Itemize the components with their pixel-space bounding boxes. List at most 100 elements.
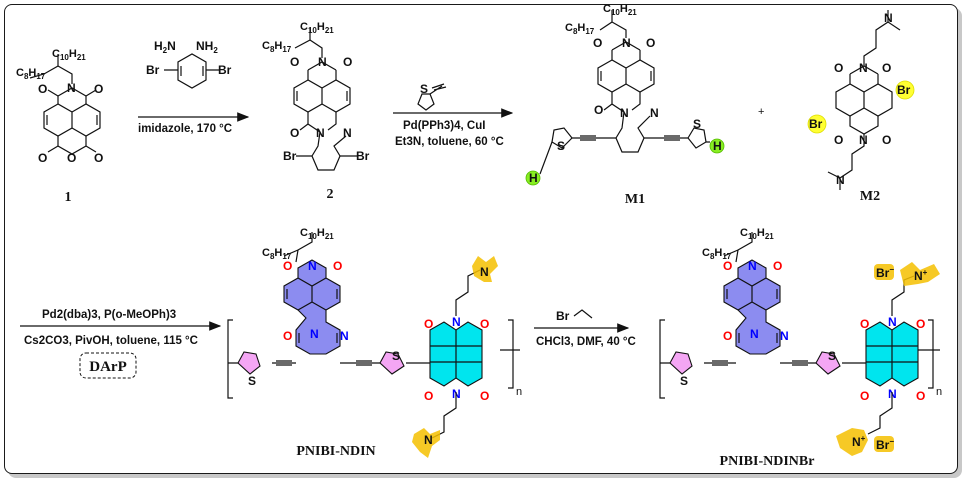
svg-text:O: O (723, 259, 732, 273)
svg-text:O: O (916, 389, 925, 403)
svg-text:Br: Br (897, 83, 911, 97)
svg-text:C8H17: C8H17 (565, 22, 595, 36)
svg-text:O: O (38, 82, 47, 96)
compound-m1-label: M1 (625, 192, 645, 207)
svg-text:N: N (888, 315, 897, 329)
svg-text:O: O (424, 389, 433, 403)
svg-text:N: N (836, 173, 845, 187)
repeat-n-2: n (936, 386, 942, 398)
svg-text:O: O (283, 259, 292, 273)
svg-text:O: O (283, 329, 292, 343)
amine-highlight-top (472, 256, 498, 282)
svg-text:S: S (828, 349, 836, 363)
polymer-2-label: PNIBI-NDINBr (720, 454, 815, 469)
svg-text:O: O (480, 317, 489, 331)
step4-conditions: CHCl3, DMF, 40 °C (536, 336, 636, 348)
svg-text:S: S (392, 349, 400, 363)
svg-text:C10H21: C10H21 (300, 227, 334, 241)
svg-text:S: S (248, 374, 256, 388)
svg-text:O: O (773, 259, 782, 273)
svg-text:N: N (67, 81, 76, 95)
svg-text:O: O (343, 55, 352, 69)
svg-text:O: O (882, 133, 891, 147)
compound-1-label: 1 (65, 190, 72, 205)
svg-text:Br: Br (283, 149, 297, 163)
svg-text:N: N (650, 106, 659, 120)
svg-text:N: N (310, 327, 319, 341)
svg-text:O: O (860, 317, 869, 331)
h-highlight-right (709, 138, 725, 154)
amine-highlight-bottom (412, 428, 440, 458)
c1-alkyl-side: C8H17 (16, 67, 46, 81)
svg-text:N: N (884, 11, 893, 25)
svg-text:H: H (529, 171, 538, 185)
reagent-nh2: NH2 (196, 39, 218, 55)
reaction-arrow-2: S Pd(PPh3)4, CuI Et3N, toluene, 60 °C (393, 82, 514, 148)
scheme-frame (4, 4, 958, 474)
svg-text:O: O (646, 36, 655, 50)
svg-text:O: O (424, 317, 433, 331)
svg-text:S: S (680, 374, 688, 388)
repeat-n-1: n (516, 386, 522, 398)
svg-text:N: N (424, 433, 433, 447)
plus-sign: + (758, 106, 764, 118)
svg-text:O: O (860, 389, 869, 403)
svg-text:N: N (343, 126, 352, 140)
svg-text:N: N (780, 329, 789, 343)
svg-text:C8H17: C8H17 (262, 40, 292, 54)
svg-text:N: N (340, 329, 349, 343)
darp-badge (79, 352, 137, 379)
svg-text:O: O (94, 82, 103, 96)
svg-text:Br: Br (146, 63, 160, 77)
svg-text:O: O (834, 133, 843, 147)
ammonium-highlight-top (900, 262, 940, 286)
svg-text:O: O (594, 103, 603, 117)
svg-text:C10H21: C10H21 (603, 3, 637, 17)
svg-text:N: N (308, 259, 317, 273)
svg-text:N: N (480, 265, 489, 279)
reagent-bromoethane-br: Br (556, 309, 570, 323)
svg-text:N: N (859, 133, 868, 147)
ammonium-highlight-bottom (836, 428, 868, 456)
svg-text:S: S (693, 117, 701, 131)
thiophene-highlight-3 (669, 351, 693, 375)
compound-2-label: 2 (327, 187, 334, 202)
svg-text:O: O (290, 55, 299, 69)
br-highlight-left (807, 114, 827, 134)
svg-text:Br: Br (356, 149, 370, 163)
thiophene-highlight-1 (237, 351, 261, 375)
step2-conditions: Et3N, toluene, 60 °C (395, 136, 504, 148)
svg-text:O: O (723, 329, 732, 343)
reaction-arrow-4: Br CHCl3, DMF, 40 °C (534, 309, 636, 348)
svg-text:N: N (859, 61, 868, 75)
svg-text:N: N (622, 36, 631, 50)
svg-text:O: O (593, 36, 602, 50)
step3-conditions: Cs2CO3, PivOH, toluene, 115 °C (24, 335, 198, 347)
br-highlight-right (895, 80, 915, 100)
svg-text:O: O (834, 61, 843, 75)
step1-conditions: imidazole, 170 °C (138, 123, 232, 135)
svg-text:O: O (882, 61, 891, 75)
compound-m2-label: M2 (860, 189, 880, 204)
bromide-highlight-bottom (874, 436, 894, 452)
bromide-highlight-top (874, 264, 894, 280)
step3-catalyst: Pd2(dba)3, P(o-MeOPh)3 (42, 309, 176, 321)
darp-label: DArP (89, 359, 127, 375)
reagent-h2n: H2N (154, 39, 176, 55)
svg-text:C10H21: C10H21 (740, 227, 774, 241)
svg-text:S: S (420, 82, 428, 96)
svg-text:O: O (290, 126, 299, 140)
svg-text:O: O (916, 317, 925, 331)
svg-text:N: N (748, 259, 757, 273)
reaction-arrow-3: Pd2(dba)3, P(o-MeOPh)3 Cs2CO3, PivOH, to… (20, 309, 222, 379)
svg-text:C10H21: C10H21 (300, 21, 334, 35)
svg-text:N: N (452, 315, 461, 329)
svg-text:O: O (67, 151, 76, 165)
